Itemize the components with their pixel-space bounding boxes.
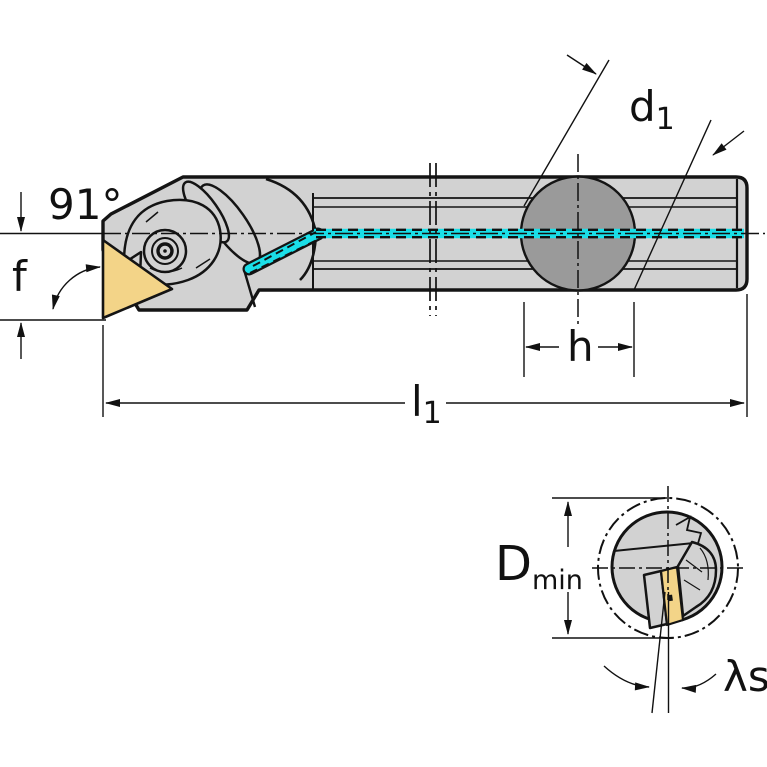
dimension-d1: d1: [523, 54, 745, 291]
clamp-detail-line2: [195, 258, 211, 269]
coolant-channel: [242, 227, 744, 276]
label-f: f: [12, 252, 28, 301]
clamp-detail-line3: [145, 211, 159, 223]
label-lambda-s: λs: [723, 652, 767, 701]
dimension-annotations: f 91° d1 h l1: [0, 54, 748, 431]
label-91deg: 91°: [48, 180, 122, 229]
section-chord-line: [613, 542, 695, 552]
dimension-h: h: [523, 302, 635, 377]
label-l1: l1: [411, 377, 442, 431]
clamp-screw-icon: [142, 228, 188, 274]
dimension-dmin: Dmin: [495, 497, 673, 639]
dimension-l1: l1: [102, 294, 748, 431]
cutting-insert: [101, 238, 174, 320]
label-dmin: Dmin: [495, 536, 583, 596]
section-clamp-top-detail: [675, 515, 703, 548]
section-clamp-detail2: [683, 579, 701, 591]
dimension-angle-91: 91°: [48, 180, 122, 310]
section-clamp-detail3: [699, 547, 709, 581]
end-view: Dmin λs: [495, 486, 767, 714]
label-h: h: [567, 322, 594, 371]
main-view: [0, 154, 765, 324]
dimension-f: f: [0, 192, 106, 359]
label-d1: d1: [629, 82, 675, 137]
section-clamp-detail1: [685, 559, 703, 573]
dimension-lambda-s: λs: [603, 591, 767, 714]
